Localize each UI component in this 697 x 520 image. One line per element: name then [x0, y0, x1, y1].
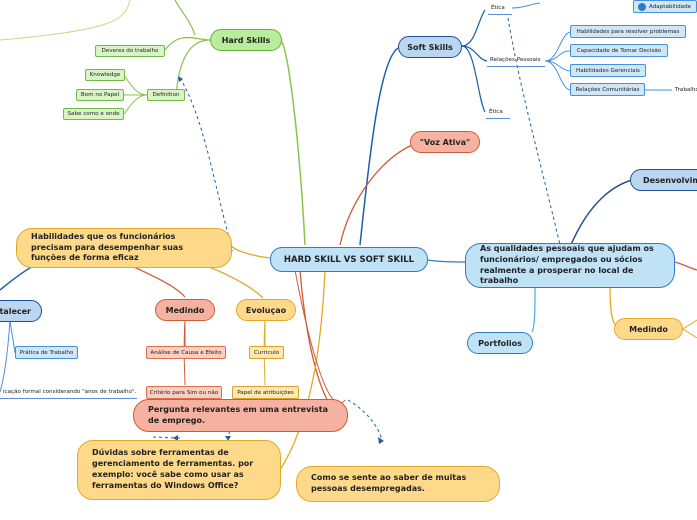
bom-no-papel-node[interactable]: Bom no Papel	[76, 89, 124, 101]
trabalho-node[interactable]: Trabalho	[675, 86, 697, 93]
relacoes-pessoais-node[interactable]: Relações Pessoais	[487, 54, 545, 67]
voz-ativa-node[interactable]: "Voz Ativa"	[410, 131, 480, 153]
portfolios-node[interactable]: Portfolios	[467, 332, 533, 354]
globe-icon	[638, 2, 646, 11]
papel-node[interactable]: Papel de atribuições	[232, 386, 299, 399]
evolucao-node[interactable]: Evoluçao	[236, 299, 296, 321]
resolver-problemas-node[interactable]: Habilidades para resolver problemas	[570, 25, 686, 38]
habilidades-node[interactable]: Habilidades que os funcionários precisam…	[16, 228, 232, 268]
pratica-node[interactable]: Prática de Trabalho	[15, 346, 78, 359]
etica-top-node[interactable]: Ética	[488, 2, 512, 15]
pergunta-node[interactable]: Pergunta relevantes em uma entrevista de…	[133, 399, 348, 432]
analise-node[interactable]: Análise de Causa e Efeito	[146, 346, 226, 359]
sabe-como-node[interactable]: Sabe como e onde	[63, 108, 124, 120]
curriculo-node[interactable]: Curriculo	[249, 346, 284, 359]
duvidas-node[interactable]: Dúvidas sobre ferramentas de gerenciamen…	[77, 440, 281, 500]
medindo-left-node[interactable]: Medindo	[155, 299, 215, 321]
center-node[interactable]: HARD SKILL VS SOFT SKILL	[270, 247, 428, 272]
deveres-node[interactable]: Deveres do trabalho	[95, 45, 165, 57]
tomar-decisao-node[interactable]: Capacidade de Tomar Decisão	[570, 44, 668, 57]
estabelecer-node[interactable]: talecer	[0, 300, 42, 322]
soft-skills-node[interactable]: Soft Skills	[398, 36, 462, 58]
adaptabilidade-node[interactable]: Adaptabilidade	[633, 0, 697, 13]
criterio-node[interactable]: Critério para Sim ou não	[146, 386, 222, 399]
knowledge-node[interactable]: Knowledge	[85, 69, 125, 81]
qualidades-node[interactable]: As qualidades pessoais que ajudam os fun…	[465, 243, 675, 288]
hard-skills-node[interactable]: Hard Skills	[210, 29, 282, 51]
definition-node[interactable]: Definition	[147, 89, 185, 101]
como-se-sente-node[interactable]: Como se sente ao saber de muitas pessoas…	[296, 466, 500, 502]
relacoes-comunitarias-node[interactable]: Relações Comunitárias	[570, 83, 645, 96]
habilidades-gerenciais-node[interactable]: Habilidades Gerenciais	[570, 64, 646, 77]
medindo-right-node[interactable]: Medindo	[614, 318, 683, 340]
etica-bottom-node[interactable]: Ética	[486, 106, 510, 119]
avaliacao-node[interactable]: icação formal considerando "anos de trab…	[0, 386, 137, 399]
adaptabilidade-label: Adaptabilidade	[649, 3, 692, 10]
desenvolvimento-node[interactable]: Desenvolvime	[630, 169, 697, 191]
